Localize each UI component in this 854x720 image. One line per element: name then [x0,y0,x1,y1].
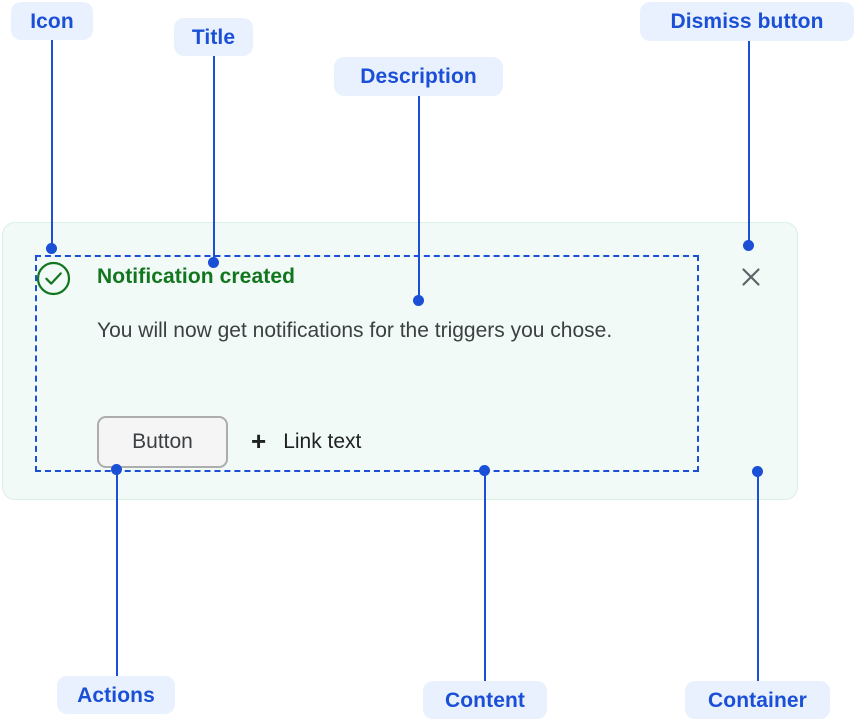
annotation-label-description: Description [334,57,503,96]
action-link-label: Link text [283,430,362,453]
annotation-line-title [213,56,215,262]
close-icon [739,265,763,292]
annotation-line-actions [116,470,118,676]
plus-icon: + [251,426,267,456]
annotation-dot-content [479,465,490,476]
annotation-line-description [418,96,420,300]
annotation-dot-icon [46,243,57,254]
notification-container: Notification created You will now get no… [2,222,798,500]
annotation-label-content: Content [423,681,547,719]
annotation-label-title: Title [174,18,253,56]
annotation-dot-description [413,295,424,306]
annotation-dot-container [752,466,763,477]
annotation-line-dismiss-button [748,41,750,245]
annotation-dot-dismiss-button [743,240,754,251]
action-link[interactable]: + Link text [251,426,362,456]
action-button[interactable]: Button [97,416,228,468]
annotation-dot-actions [111,464,122,475]
notification-description: You will now get notifications for the t… [97,319,613,342]
annotation-label-icon: Icon [11,2,93,40]
annotation-label-dismiss-button: Dismiss button [640,2,854,41]
annotation-label-actions: Actions [57,676,175,714]
annotation-line-container [757,471,759,681]
content-region-outline [35,255,699,472]
annotation-label-container: Container [685,681,830,719]
annotation-dot-title [208,257,219,268]
check-circle-icon [36,261,71,296]
notification-title: Notification created [97,265,296,288]
annotation-line-content [484,470,486,681]
dismiss-button[interactable] [734,261,768,295]
notification-actions: Button + Link text [97,416,361,468]
annotation-line-icon [51,40,53,248]
